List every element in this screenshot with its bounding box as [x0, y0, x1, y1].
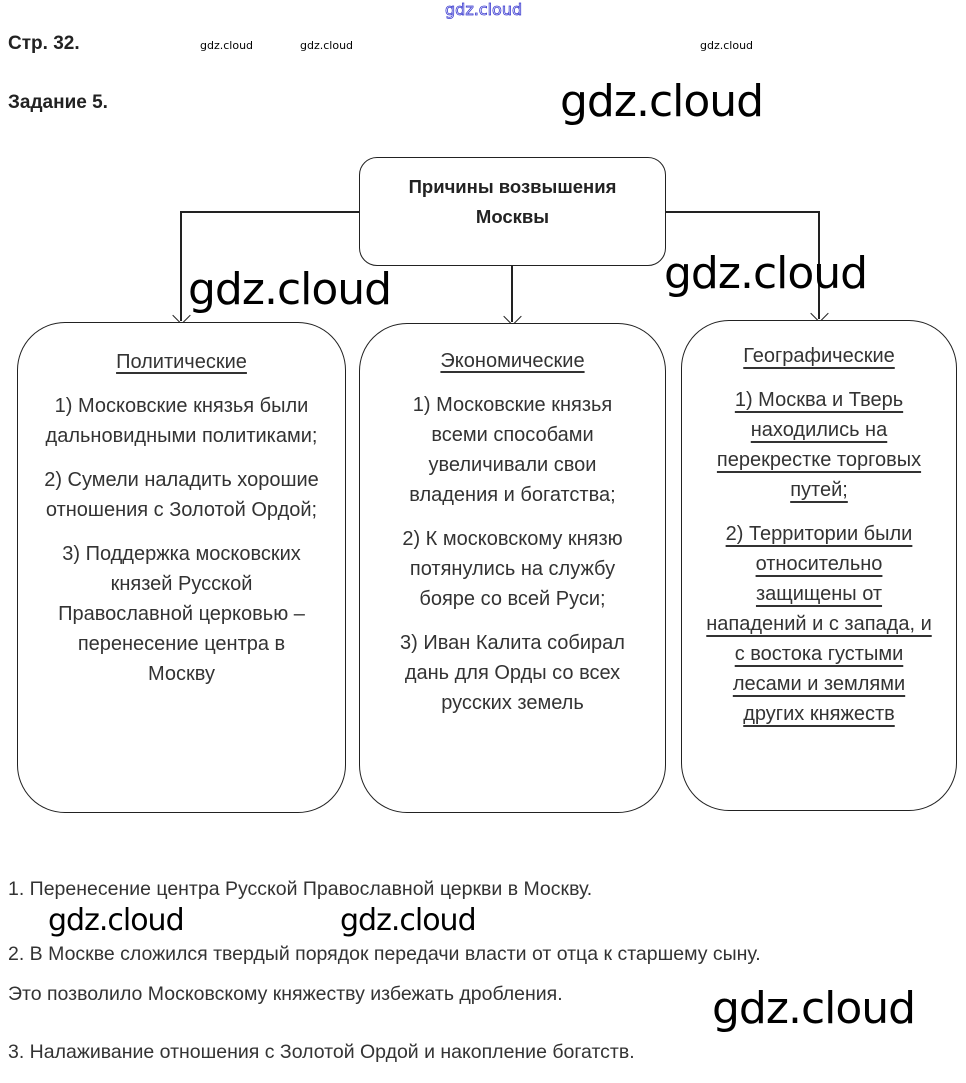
watermark: gdz.cloud	[445, 0, 523, 19]
watermark: gdz.cloud	[712, 983, 916, 1034]
watermark: gdz.cloud	[188, 264, 392, 315]
watermark: gdz.cloud	[300, 39, 354, 52]
answer-2-cont: Это позволило Московскому княжеству избе…	[8, 983, 563, 1005]
list-item: 2) Сумели наладить хорошие отношения с З…	[44, 469, 319, 521]
root-line-2: Москвы	[475, 206, 550, 227]
answer-2: 2. В Москве сложился твердый порядок пер…	[8, 943, 761, 965]
connector-mid-v	[511, 265, 513, 322]
connector-right-v	[818, 211, 820, 319]
watermark: gdz.cloud	[340, 903, 477, 938]
root-box: Причины возвышения Москвы	[359, 157, 666, 266]
branch-economic: Экономические 1) Московские князья всеми…	[359, 323, 666, 813]
list-item: 2) К московскому князю потянулись на слу…	[402, 528, 623, 610]
list-item: 1) Московские князья были дальновидными …	[45, 395, 318, 447]
list-item: 3) Поддержка московских князей Русской П…	[58, 543, 305, 685]
list-item: 1) Москва и Тверь находились на перекрес…	[716, 389, 922, 501]
connector-left-h	[181, 211, 359, 213]
branch-geographic: Географические 1) Москва и Тверь находил…	[681, 320, 957, 811]
branch-title: Экономические	[440, 350, 585, 372]
connector-left-v	[180, 211, 182, 321]
watermark: gdz.cloud	[48, 903, 185, 938]
answer-1: 1. Перенесение центра Русской Православн…	[8, 878, 593, 900]
list-item: 2) Территории были относительно защищены…	[706, 523, 932, 725]
answer-3: 3. Налаживание отношения с Золотой Ордой…	[8, 1041, 635, 1063]
task-label: Задание 5.	[8, 92, 108, 113]
watermark: gdz.cloud	[560, 76, 764, 127]
list-item: 3) Иван Калита собирал дань для Орды со …	[400, 632, 625, 714]
watermark: gdz.cloud	[664, 248, 868, 299]
connector-right-h	[665, 211, 820, 213]
root-line-1: Причины возвышения	[408, 176, 617, 197]
list-item: 1) Московские князья всеми способами уве…	[409, 394, 616, 506]
branch-title: Политические	[116, 351, 247, 373]
branch-title: Географические	[743, 345, 895, 367]
watermark: gdz.cloud	[700, 39, 754, 52]
branch-political: Политические 1) Московские князья были д…	[17, 322, 346, 813]
watermark: gdz.cloud	[200, 39, 254, 52]
page-label: Стр. 32.	[8, 33, 80, 54]
